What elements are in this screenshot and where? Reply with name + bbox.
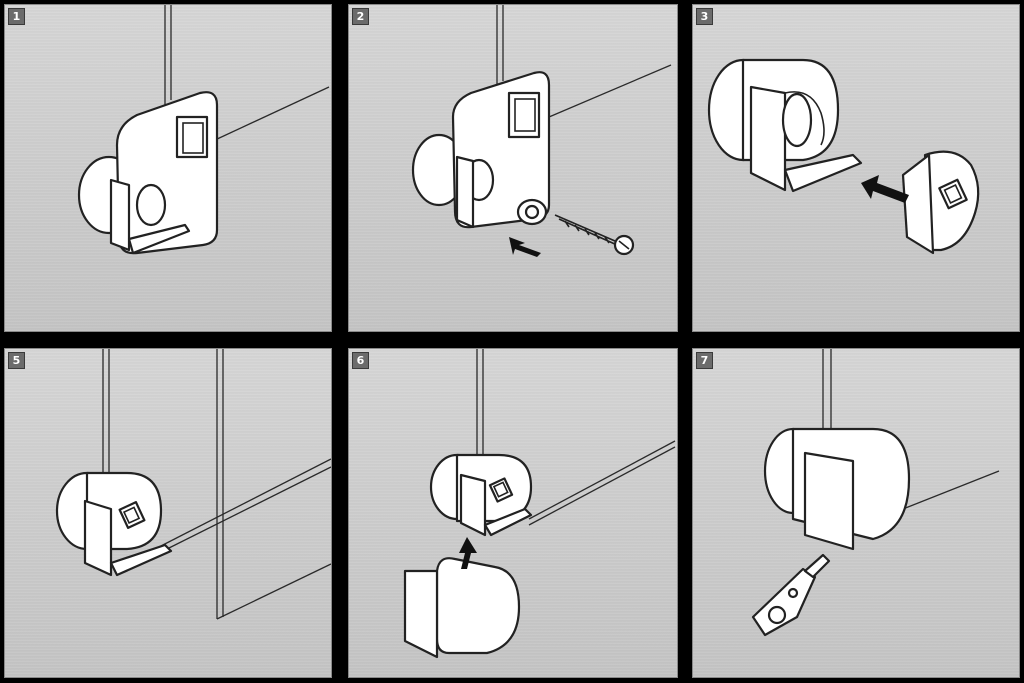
glass-shelf-illustration bbox=[55, 349, 331, 620]
cover-attach-illustration bbox=[403, 349, 676, 659]
step-panel-7: 7 bbox=[692, 348, 1020, 678]
cap-attach-illustration bbox=[707, 58, 980, 255]
step-panel-5: 5 bbox=[4, 348, 332, 678]
step-number-badge: 5 bbox=[8, 352, 25, 369]
step-panel-1: 1 bbox=[4, 4, 332, 332]
step-number-badge: 2 bbox=[352, 8, 369, 25]
key-lock-illustration bbox=[751, 349, 1000, 637]
screw-insertion-illustration bbox=[411, 5, 672, 257]
step-number-badge: 6 bbox=[352, 352, 369, 369]
step-panel-3: 3 bbox=[692, 4, 1020, 332]
step-number-badge: 1 bbox=[8, 8, 25, 25]
step-panel-6: 6 bbox=[348, 348, 678, 678]
clamp-on-glass-illustration bbox=[77, 5, 330, 255]
step-number-badge: 7 bbox=[696, 352, 713, 369]
step-number-badge: 3 bbox=[696, 8, 713, 25]
step-panel-2: 2 bbox=[348, 4, 678, 332]
